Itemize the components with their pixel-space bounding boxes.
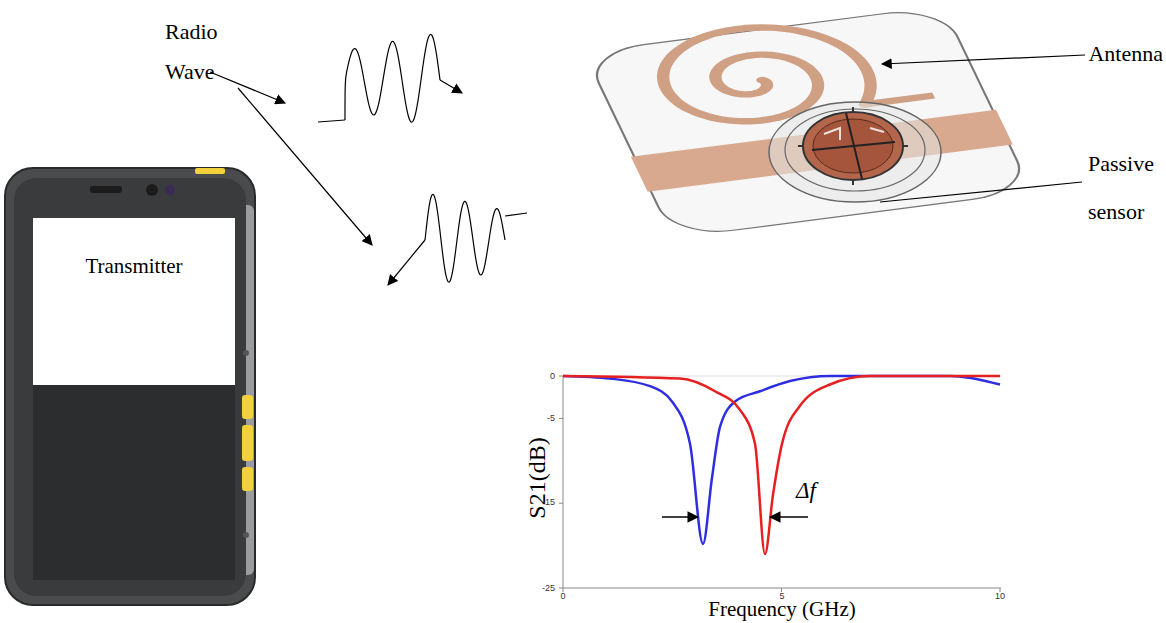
delta-arrow	[662, 516, 698, 517]
antenna-board	[579, 2, 1035, 238]
radio-wave	[318, 34, 527, 285]
wave-label: Radio Wave	[165, 12, 237, 92]
tick-label: -25	[542, 583, 555, 593]
tick-label: 0	[560, 591, 565, 601]
part-label: Antenna	[1088, 41, 1163, 66]
delta-label: Δf	[796, 478, 816, 504]
leader-line	[238, 88, 372, 245]
s21-chart	[559, 376, 1001, 592]
tick-label: -5	[547, 413, 555, 423]
passive-sensor	[769, 102, 941, 202]
tick-label: 10	[995, 591, 1005, 601]
tick-label: 0	[550, 371, 555, 381]
tick-label: -15	[542, 497, 555, 507]
leader-line	[882, 55, 1085, 64]
node-text: Transmitter	[33, 254, 235, 279]
delta-arrow	[770, 516, 808, 517]
leader-line	[880, 182, 1082, 202]
tick-label: 5	[779, 591, 784, 601]
part-label: Passive sensor	[1088, 140, 1162, 236]
phone-body	[5, 168, 255, 605]
screen-box: Transmitter	[33, 218, 235, 385]
